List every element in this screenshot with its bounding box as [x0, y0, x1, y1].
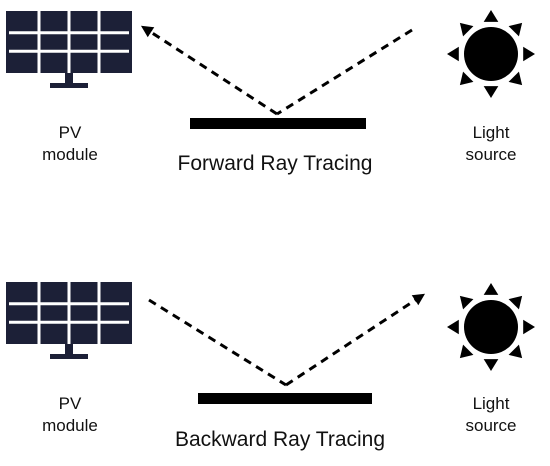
- label-line: PV: [58, 123, 82, 142]
- backward-section: [4, 280, 535, 404]
- sun-ray: [508, 71, 523, 86]
- light-source-label: Light source: [450, 122, 532, 166]
- sun-ray: [508, 295, 523, 310]
- sun-ray: [483, 359, 499, 371]
- label-line: source: [465, 416, 517, 435]
- sun-ray: [447, 46, 459, 62]
- sun-ray: [483, 86, 499, 98]
- sun-icon: [447, 10, 535, 98]
- diagram-title: Backward Ray Tracing: [174, 428, 386, 451]
- solar-panel-icon: [4, 280, 134, 361]
- incident-ray: [148, 298, 287, 387]
- label-line: Light: [472, 123, 510, 142]
- reflected-ray-arrow: [140, 25, 278, 116]
- sun-ray: [508, 344, 523, 359]
- sun-ray: [483, 283, 499, 295]
- solar-panel-icon: [4, 9, 134, 90]
- sun-ray: [459, 295, 474, 310]
- light-source-label: Light source: [450, 393, 532, 437]
- label-line: Light: [472, 394, 510, 413]
- sun-ray: [523, 319, 535, 335]
- reflected-ray-arrow: [285, 293, 426, 387]
- diagram-title: Forward Ray Tracing: [177, 152, 373, 175]
- pv-module-label: PV module: [30, 122, 110, 166]
- sun-ray: [447, 319, 459, 335]
- label-line: module: [42, 145, 98, 164]
- sun-icon: [447, 283, 535, 371]
- sun-ray: [508, 22, 523, 37]
- pv-module-label: PV module: [30, 393, 110, 437]
- reflecting-surface: [198, 393, 372, 404]
- sun-ray: [523, 46, 535, 62]
- reflecting-surface: [190, 118, 366, 129]
- label-line: PV: [58, 394, 82, 413]
- label-line: source: [465, 145, 517, 164]
- sun-ray: [459, 22, 474, 37]
- sun-ray: [459, 71, 474, 86]
- label-line: module: [42, 416, 98, 435]
- sun-ray: [483, 10, 499, 22]
- forward-section: [4, 9, 535, 129]
- sun-ray: [459, 344, 474, 359]
- incident-ray: [276, 28, 413, 116]
